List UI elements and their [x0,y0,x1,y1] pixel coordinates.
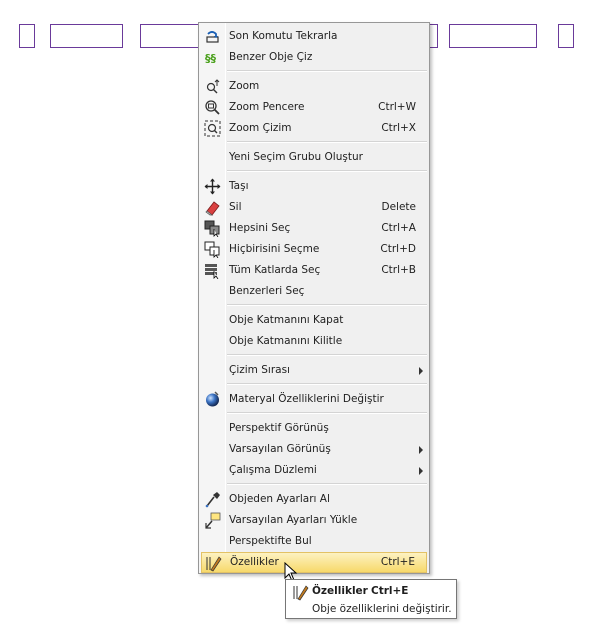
svg-text:§§: §§ [205,52,217,65]
menu-item-label: Perspektif Görünüş [229,422,329,434]
menu-item-zoom-window[interactable]: Zoom Pencere Ctrl+W [201,97,427,118]
menu-item-label: Zoom [229,80,260,92]
menu-item-label: Taşı [229,180,249,192]
toolbar-box-3 [140,24,200,48]
zoom-icon [204,78,221,95]
select-none-icon [204,241,221,259]
menu-item-label: Benzerleri Seç [229,285,305,297]
menu-item-change-material[interactable]: Materyal Özelliklerini Değiştir [201,389,427,410]
menu-separator [227,70,427,72]
zoom-extents-icon [204,120,221,137]
menu-item-shortcut: Ctrl+B [381,264,416,276]
select-all-floors-icon [204,262,221,280]
menu-item-label: Özellikler [230,556,279,568]
submenu-arrow-icon [419,446,423,454]
properties-icon [205,555,222,572]
menu-item-delete[interactable]: Sil Delete [201,197,427,218]
material-sphere-icon [204,391,221,408]
menu-item-label: Tüm Katlarda Seç [229,264,321,276]
menu-separator [227,170,427,172]
menu-item-shortcut: Ctrl+A [381,222,416,234]
menu-item-shortcut: Ctrl+D [380,243,416,255]
menu-item-perspective-view[interactable]: Perspektif Görünüş [201,418,427,439]
context-menu: Son Komutu Tekrarla §§ Benzer Obje Çiz Z… [198,22,430,574]
menu-item-shortcut: Ctrl+W [378,101,416,113]
load-defaults-icon [204,512,221,529]
menu-item-label: Materyal Özelliklerini Değiştir [229,393,384,405]
toolbar-box-2 [50,24,123,48]
menu-item-label: Obje Katmanını Kapat [229,314,344,326]
menu-item-label: Çalışma Düzlemi [229,464,317,476]
submenu-arrow-icon [419,467,423,475]
submenu-arrow-icon [419,367,423,375]
menu-item-label: Obje Katmanını Kilitle [229,335,343,347]
menu-item-label: Hepsini Seç [229,222,291,234]
menu-item-zoom-extents[interactable]: Zoom Çizim Ctrl+X [201,118,427,139]
menu-item-select-all[interactable]: Hepsini Seç Ctrl+A [201,218,427,239]
menu-item-draw-order[interactable]: Çizim Sırası [201,360,427,381]
menu-item-label: Yeni Seçim Grubu Oluştur [229,151,363,163]
menu-separator [227,141,427,143]
eraser-icon [204,199,221,216]
eyedropper-icon [204,491,221,508]
menu-item-select-none[interactable]: Hiçbirisini Seçme Ctrl+D [201,239,427,260]
menu-item-new-selection-group[interactable]: Yeni Seçim Grubu Oluştur [201,147,427,168]
menu-item-label: Perspektifte Bul [229,535,312,547]
menu-item-label: Objeden Ayarları Al [229,493,330,505]
menu-item-label: Son Komutu Tekrarla [229,30,338,42]
toolbar-box-1 [19,24,35,48]
menu-separator [227,383,427,385]
tooltip-title: Özellikler [312,585,368,597]
menu-item-select-similar[interactable]: Benzerleri Seç [201,281,427,302]
select-all-icon [204,220,221,238]
tooltip-description: Obje özelliklerini değiştirir. [312,603,452,615]
zoom-window-icon [204,99,221,116]
menu-separator [227,412,427,414]
menu-item-label: Sil [229,201,242,213]
menu-item-label: Benzer Obje Çiz [229,51,313,63]
menu-item-lock-object-layer[interactable]: Obje Katmanını Kilitle [201,331,427,352]
properties-icon [292,584,309,601]
draw-similar-icon: §§ [204,49,221,66]
properties-tooltip: Özellikler Ctrl+E Obje özelliklerini değ… [285,579,457,619]
menu-item-shortcut: Delete [381,201,417,213]
menu-item-label: Varsayılan Görünüş [229,443,331,455]
menu-item-work-plane[interactable]: Çalışma Düzlemi [201,460,427,481]
tooltip-shortcut: Ctrl+E [371,585,409,597]
menu-item-label: Çizim Sırası [229,364,290,376]
menu-separator [227,483,427,485]
toolbar-box-6 [558,24,574,48]
menu-separator [227,354,427,356]
menu-item-hide-object-layer[interactable]: Obje Katmanını Kapat [201,310,427,331]
menu-item-shortcut: Ctrl+X [381,122,416,134]
menu-item-repeat-last-command[interactable]: Son Komutu Tekrarla [201,26,427,47]
menu-item-label: Zoom Çizim [229,122,292,134]
menu-item-label: Varsayılan Ayarları Yükle [229,514,358,526]
menu-separator [227,304,427,306]
toolbar-box-5 [449,24,537,48]
move-icon [204,178,221,195]
repeat-command-icon [204,28,221,45]
menu-item-get-settings-from-object[interactable]: Objeden Ayarları Al [201,489,427,510]
menu-item-select-all-floors[interactable]: Tüm Katlarda Seç Ctrl+B [201,260,427,281]
menu-item-properties[interactable]: Özellikler Ctrl+E [201,552,427,573]
menu-item-load-default-settings[interactable]: Varsayılan Ayarları Yükle [201,510,427,531]
menu-item-find-in-perspective[interactable]: Perspektifte Bul [201,531,427,552]
menu-item-move[interactable]: Taşı [201,176,427,197]
menu-item-zoom[interactable]: Zoom [201,76,427,97]
menu-item-label: Zoom Pencere [229,101,305,113]
menu-item-draw-similar[interactable]: §§ Benzer Obje Çiz [201,47,427,68]
menu-item-shortcut: Ctrl+E [380,556,415,568]
menu-item-label: Hiçbirisini Seçme [229,243,320,255]
menu-item-default-view[interactable]: Varsayılan Görünüş [201,439,427,460]
